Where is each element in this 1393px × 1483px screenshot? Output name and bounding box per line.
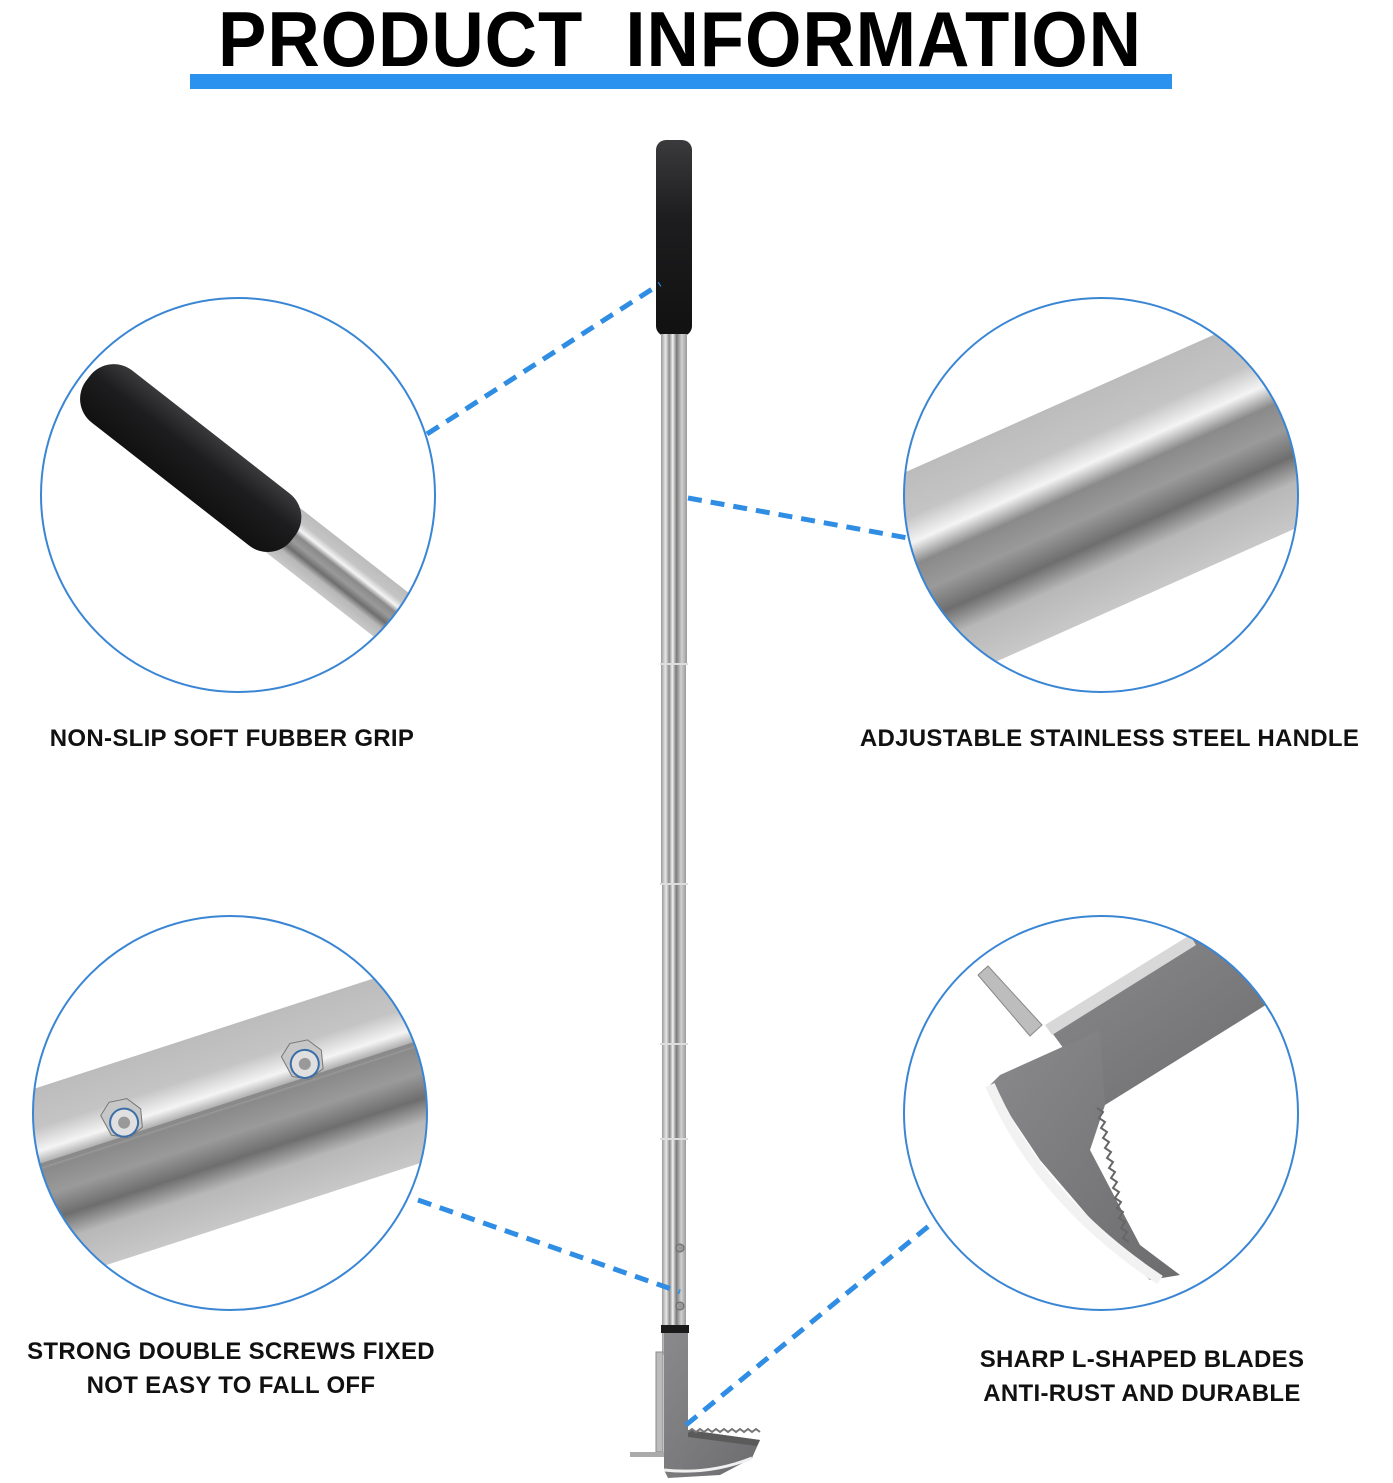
callout-connectors: [417, 281, 932, 1427]
main-tool: [630, 140, 761, 1478]
feature-label-handle: ADJUSTABLE STAINLESS STEEL HANDLE: [859, 725, 1360, 752]
detail-circle-handle: [903, 297, 1299, 693]
feature-label-grip: NON-SLIP SOFT FUBBER GRIP: [49, 725, 415, 752]
feature-label-blade: SHARP L-SHAPED BLADES ANTI-RUST AND DURA…: [979, 1346, 1305, 1407]
feature-label-screws: STRONG DOUBLE SCREWS FIXED NOT EASY TO F…: [27, 1338, 435, 1399]
detail-circle-grip: [40, 297, 436, 693]
page-title: PRODUCT INFORMATION: [218, 0, 1142, 83]
title-underline: [190, 74, 1172, 89]
detail-circle-blade: [903, 915, 1299, 1311]
detail-circle-screws: [32, 915, 428, 1311]
pole-grip: [656, 140, 692, 336]
